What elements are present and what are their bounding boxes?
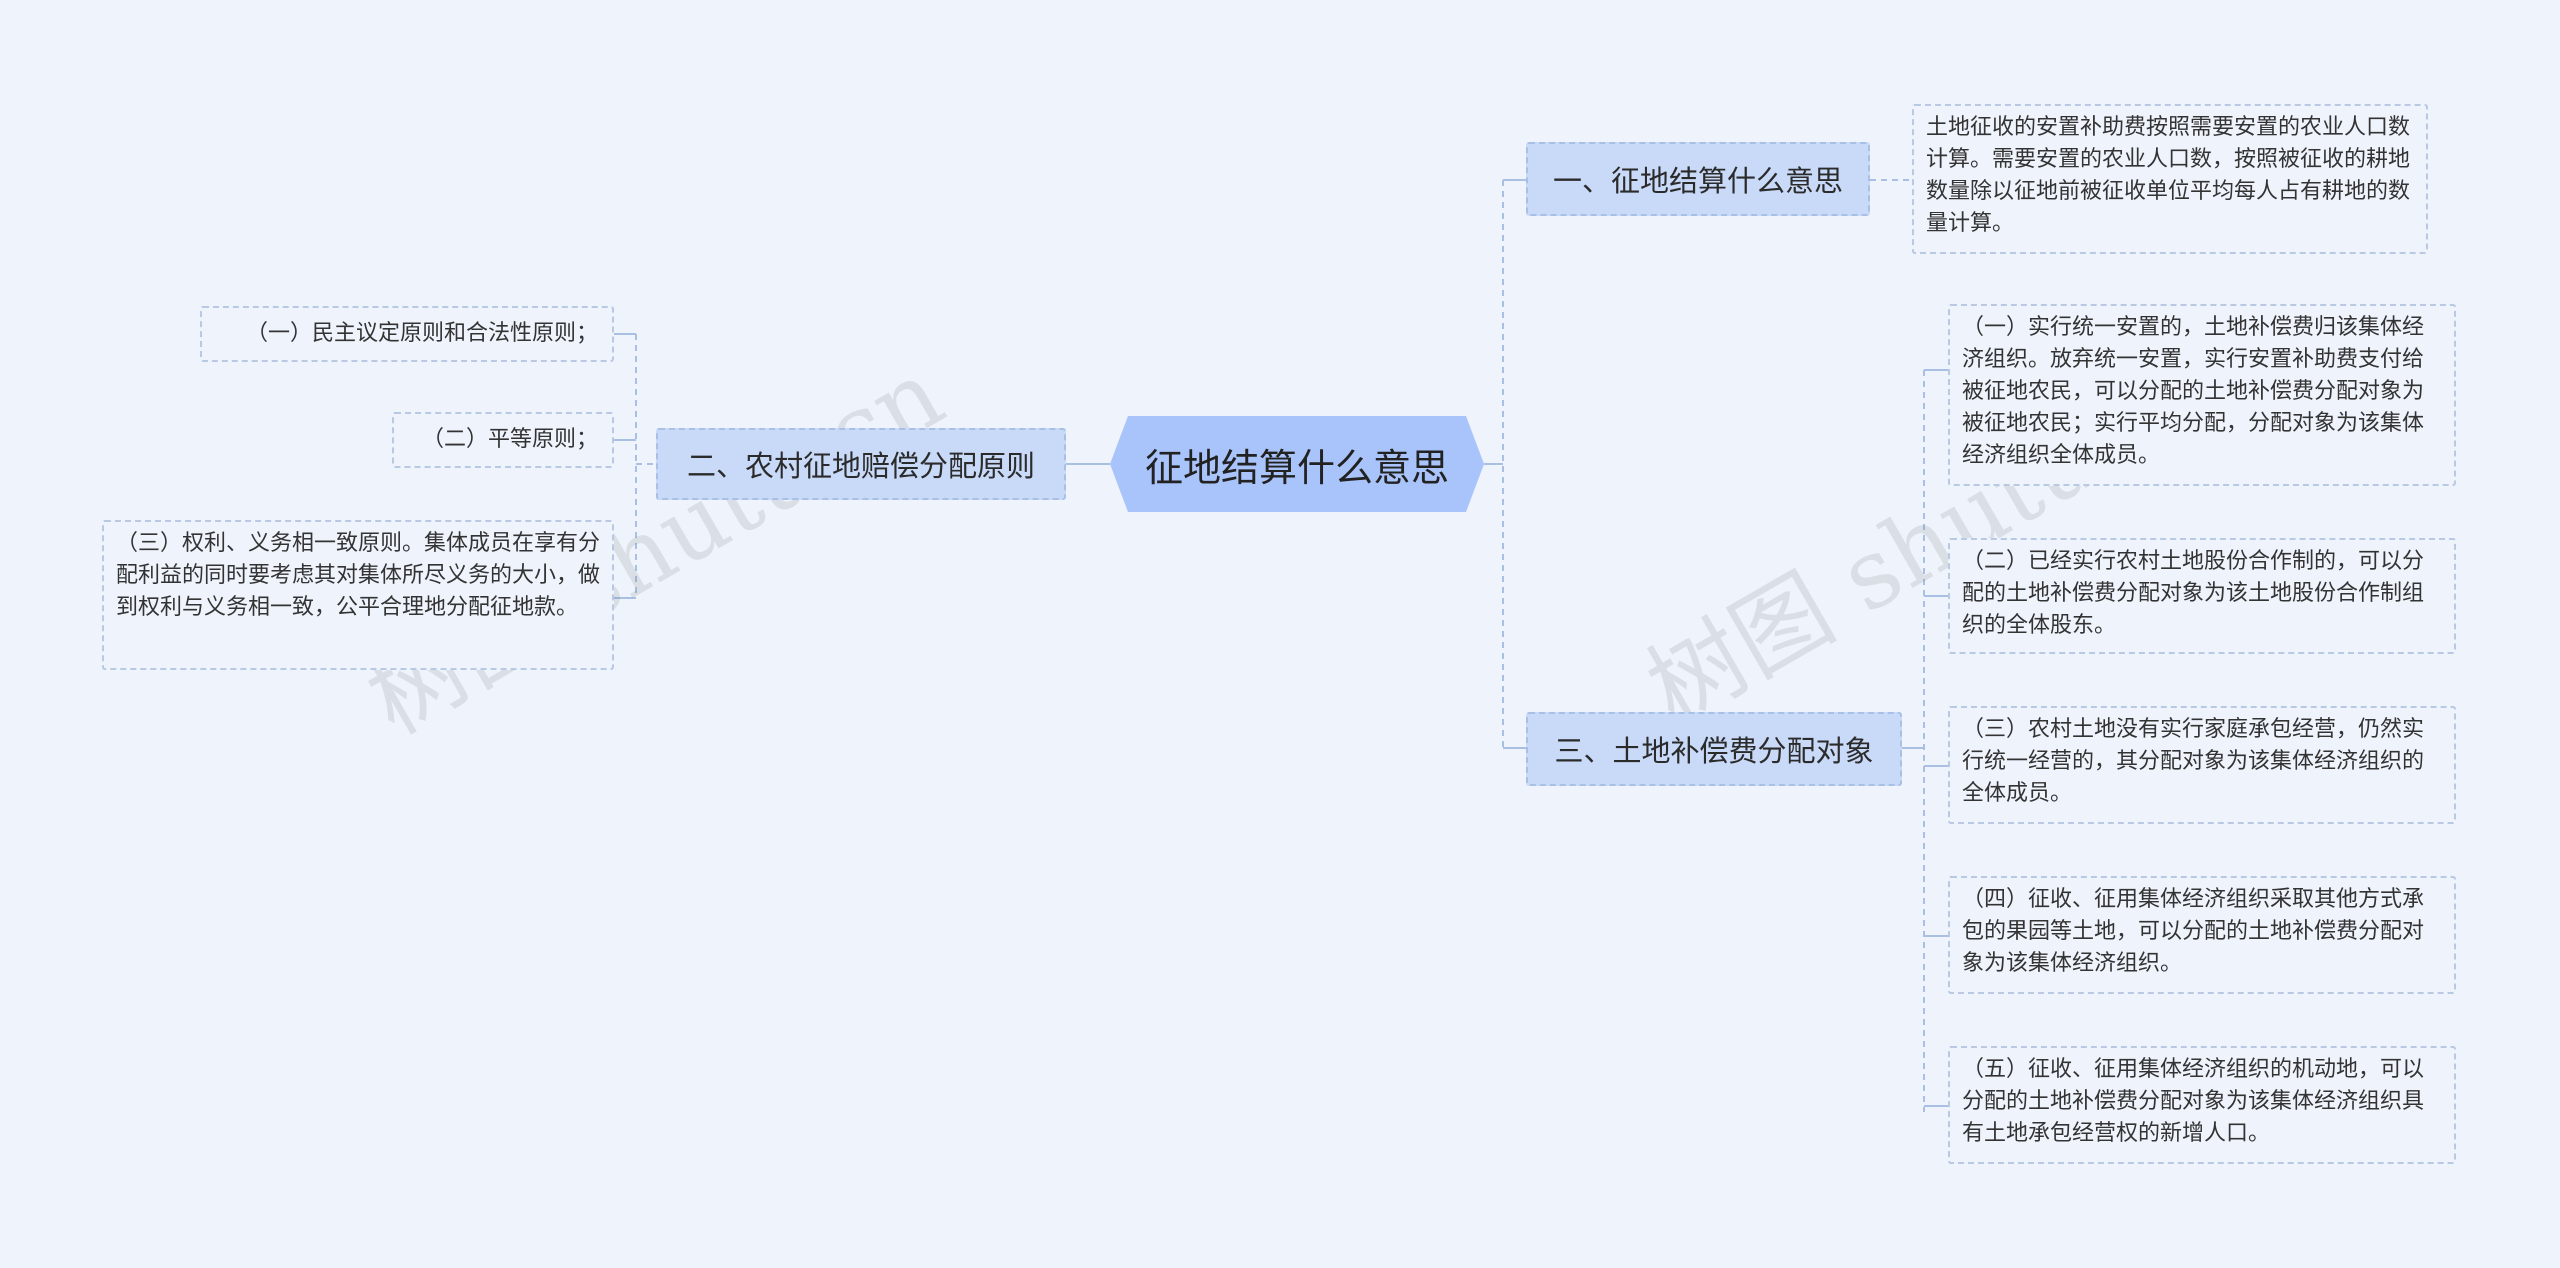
leaf-node[interactable]: （三）农村土地没有实行家庭承包经营，仍然实行统一经营的，其分配对象为该集体经济组… (1948, 706, 2456, 824)
leaf-node[interactable]: （四）征收、征用集体经济组织采取其他方式承包的果园等土地，可以分配的土地补偿费分… (1948, 876, 2456, 994)
branch-node-2[interactable]: 二、农村征地赔偿分配原则 (656, 428, 1066, 500)
leaf-node[interactable]: 土地征收的安置补助费按照需要安置的农业人口数计算。需要安置的农业人口数，按照被征… (1912, 104, 2428, 254)
leaf-node[interactable]: （一）实行统一安置的，土地补偿费归该集体经济组织。放弃统一安置，实行安置补助费支… (1948, 304, 2456, 486)
branch-node-3[interactable]: 三、土地补偿费分配对象 (1526, 712, 1902, 786)
leaf-node[interactable]: （一）民主议定原则和合法性原则； (200, 306, 614, 362)
leaf-node[interactable]: （二）平等原则； (392, 412, 614, 468)
leaf-node[interactable]: （五）征收、征用集体经济组织的机动地，可以分配的土地补偿费分配对象为该集体经济组… (1948, 1046, 2456, 1164)
root-node[interactable]: 征地结算什么意思 (1110, 416, 1484, 512)
leaf-node[interactable]: （三）权利、义务相一致原则。集体成员在享有分配利益的同时要考虑其对集体所尽义务的… (102, 520, 614, 670)
branch-node-1[interactable]: 一、征地结算什么意思 (1526, 142, 1870, 216)
leaf-node[interactable]: （二）已经实行农村土地股份合作制的，可以分配的土地补偿费分配对象为该土地股份合作… (1948, 538, 2456, 654)
